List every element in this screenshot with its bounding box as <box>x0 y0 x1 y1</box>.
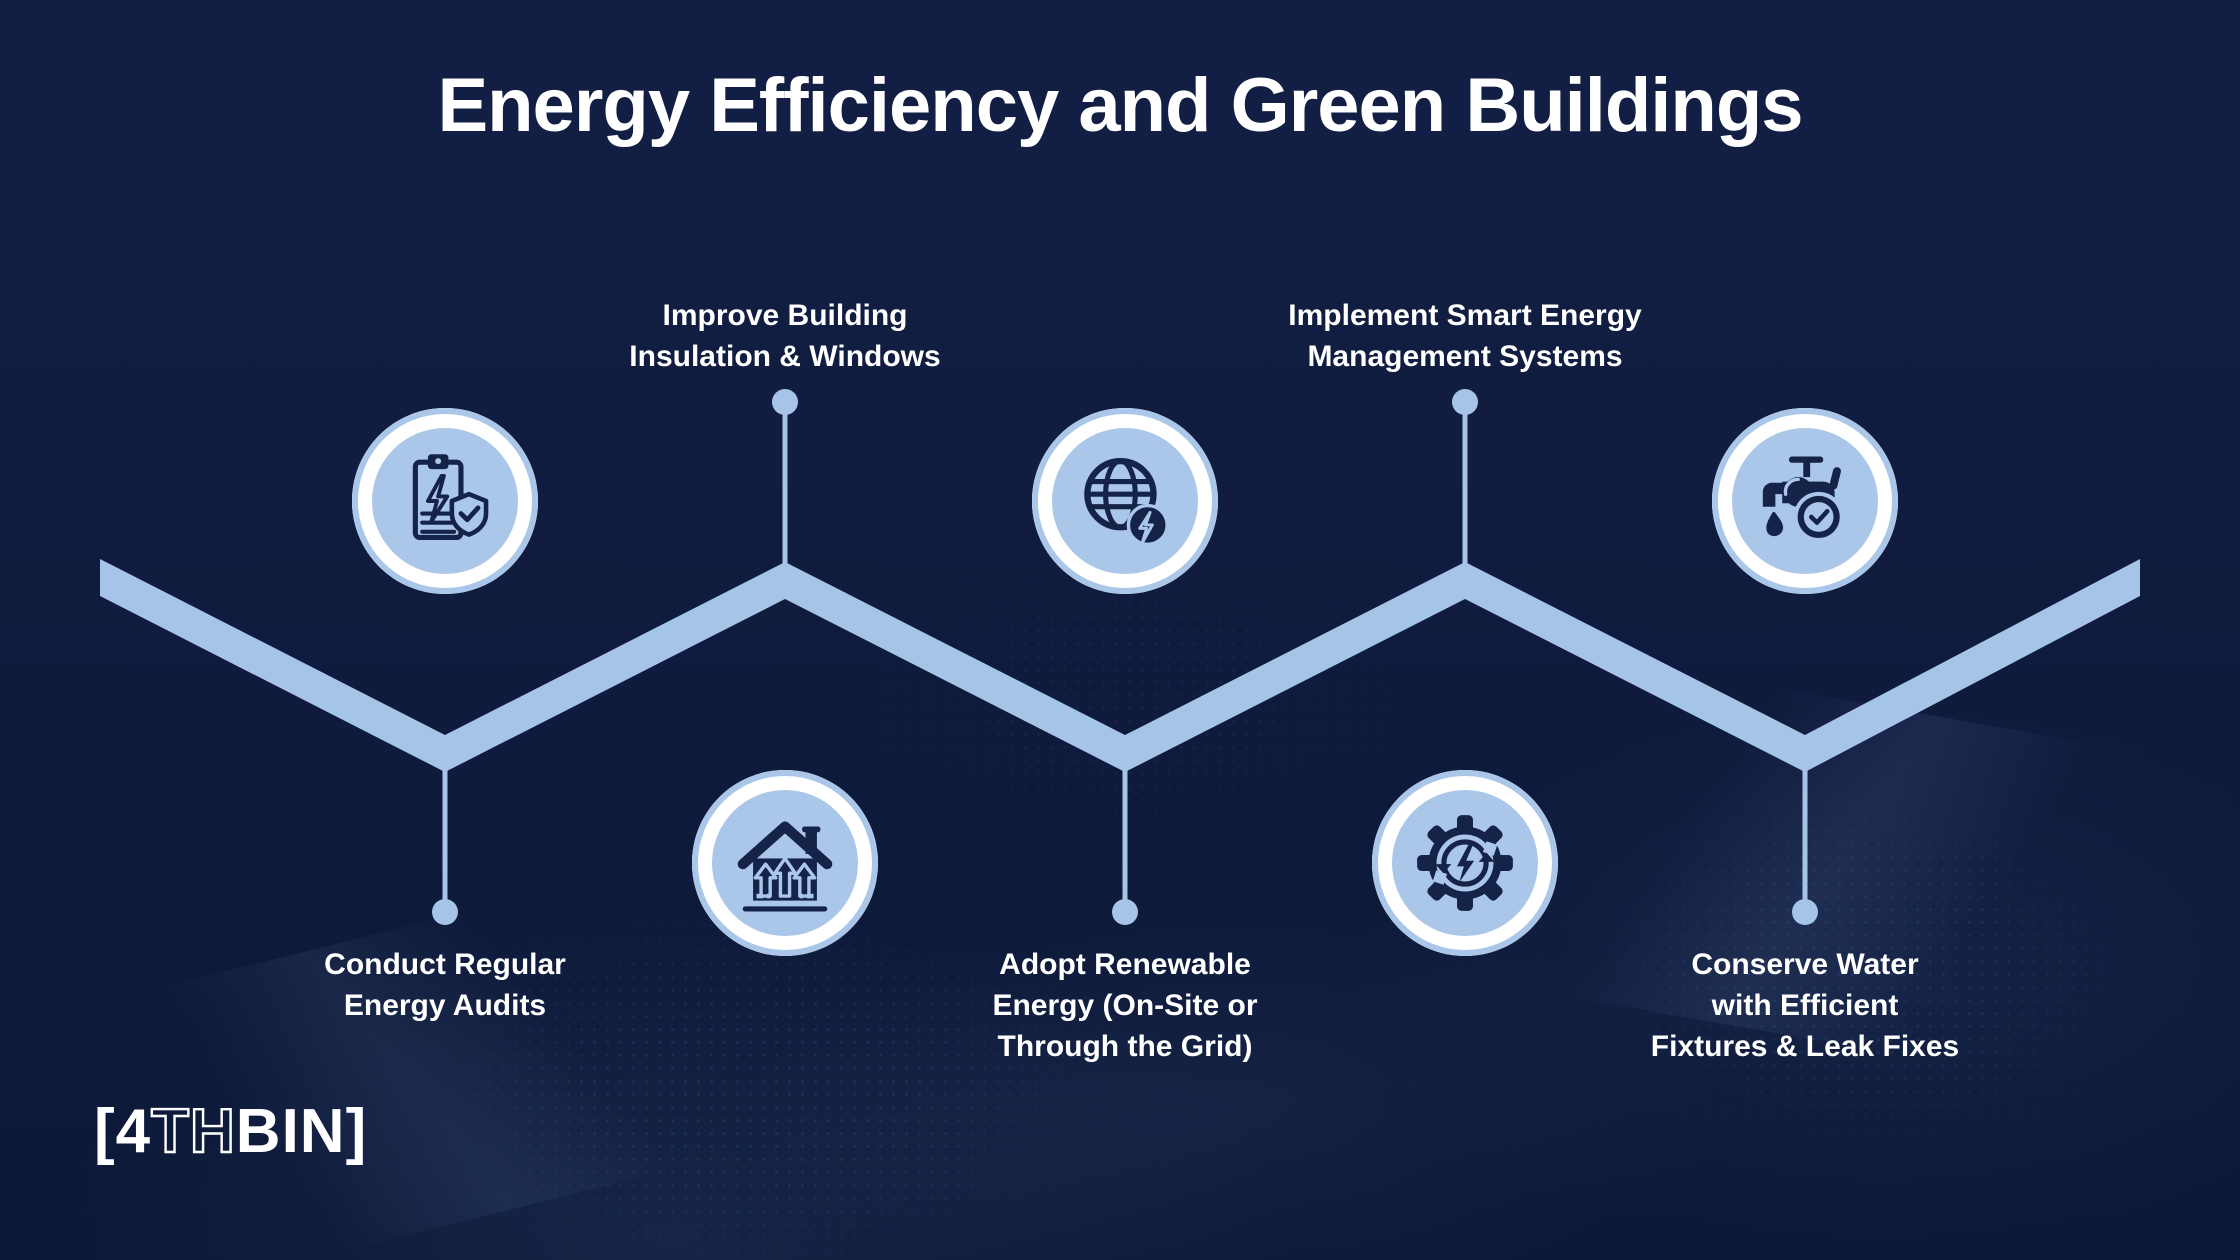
timeline-node-dot <box>772 389 798 415</box>
renewable-energy-globe-bolt-icon <box>1084 457 1169 547</box>
ground-line <box>742 906 828 912</box>
step-label-line: Management Systems <box>1307 340 1623 373</box>
brand-logo-4thbin: [4THBIN] <box>94 1096 367 1167</box>
step-label-line: Conduct Regular <box>324 948 566 981</box>
step-label-line: Conserve Water <box>1691 948 1919 981</box>
step-label-line: Energy (On-Site or <box>992 989 1258 1022</box>
step-label-line: Adopt Renewable <box>999 948 1251 981</box>
check-mark <box>458 505 481 523</box>
water-conservation-faucet-check-icon <box>1762 456 1844 543</box>
smart-energy-gear-bolt-icon <box>1417 815 1513 911</box>
step-icon-circle <box>1372 770 1558 956</box>
timeline-node-dot <box>1112 899 1138 925</box>
step-label: Adopt Renewable Energy (On-Site or Throu… <box>992 944 1257 1067</box>
logo-solid-part: BIN] <box>235 1097 368 1166</box>
step-label: Implement Smart Energy Management System… <box>1288 295 1641 377</box>
logo-solid-part: [4 <box>94 1097 152 1166</box>
lightning-bolt <box>1138 510 1154 545</box>
step-label-line: with Efficient <box>1711 989 1899 1022</box>
step-icon-circle <box>692 770 878 956</box>
energy-audit-clipboard-shield-icon <box>412 454 489 541</box>
water-drop <box>1766 511 1784 537</box>
step-label-line: Energy Audits <box>343 989 547 1022</box>
step-icon-circle <box>352 408 538 594</box>
step-label-line: Implement Smart Energy <box>1288 299 1642 332</box>
step-icon-circle <box>1712 408 1898 594</box>
lightning-bolt <box>425 473 450 524</box>
step-label-line: Insulation & Windows <box>629 340 941 373</box>
timeline-node-dot <box>1452 389 1478 415</box>
building-insulation-house-arrows-icon <box>737 821 833 912</box>
arrow-head-down <box>1435 864 1452 874</box>
timeline-node-dot <box>1792 899 1818 925</box>
timeline-node-dot <box>432 899 458 925</box>
world-map-dots-texture <box>1560 760 2180 1180</box>
step-label-line: Improve Building <box>662 299 908 332</box>
step-label: Conserve Water with Efficient Fixtures &… <box>1651 944 1959 1067</box>
arrow-head-up <box>1478 852 1495 862</box>
cycle-arrows <box>1441 839 1489 887</box>
up-arrows <box>753 856 817 898</box>
roof <box>737 821 833 870</box>
step-label: Conduct Regular Energy Audits <box>324 944 566 1026</box>
chimney <box>805 831 817 854</box>
lightning-bolt <box>1457 844 1475 883</box>
faucet-handle <box>1789 456 1824 463</box>
faucet-spout <box>1762 482 1784 507</box>
step-icon-circle <box>1032 408 1218 594</box>
step-label: Improve Building Insulation & Windows <box>629 295 940 377</box>
logo-outline-part: TH <box>150 1096 236 1167</box>
check-mark <box>1808 508 1830 525</box>
step-label-line: Fixtures & Leak Fixes <box>1650 1030 1960 1063</box>
page-title: Energy Efficiency and Green Buildings <box>437 63 1803 148</box>
step-label-line: Through the Grid) <box>997 1030 1253 1063</box>
